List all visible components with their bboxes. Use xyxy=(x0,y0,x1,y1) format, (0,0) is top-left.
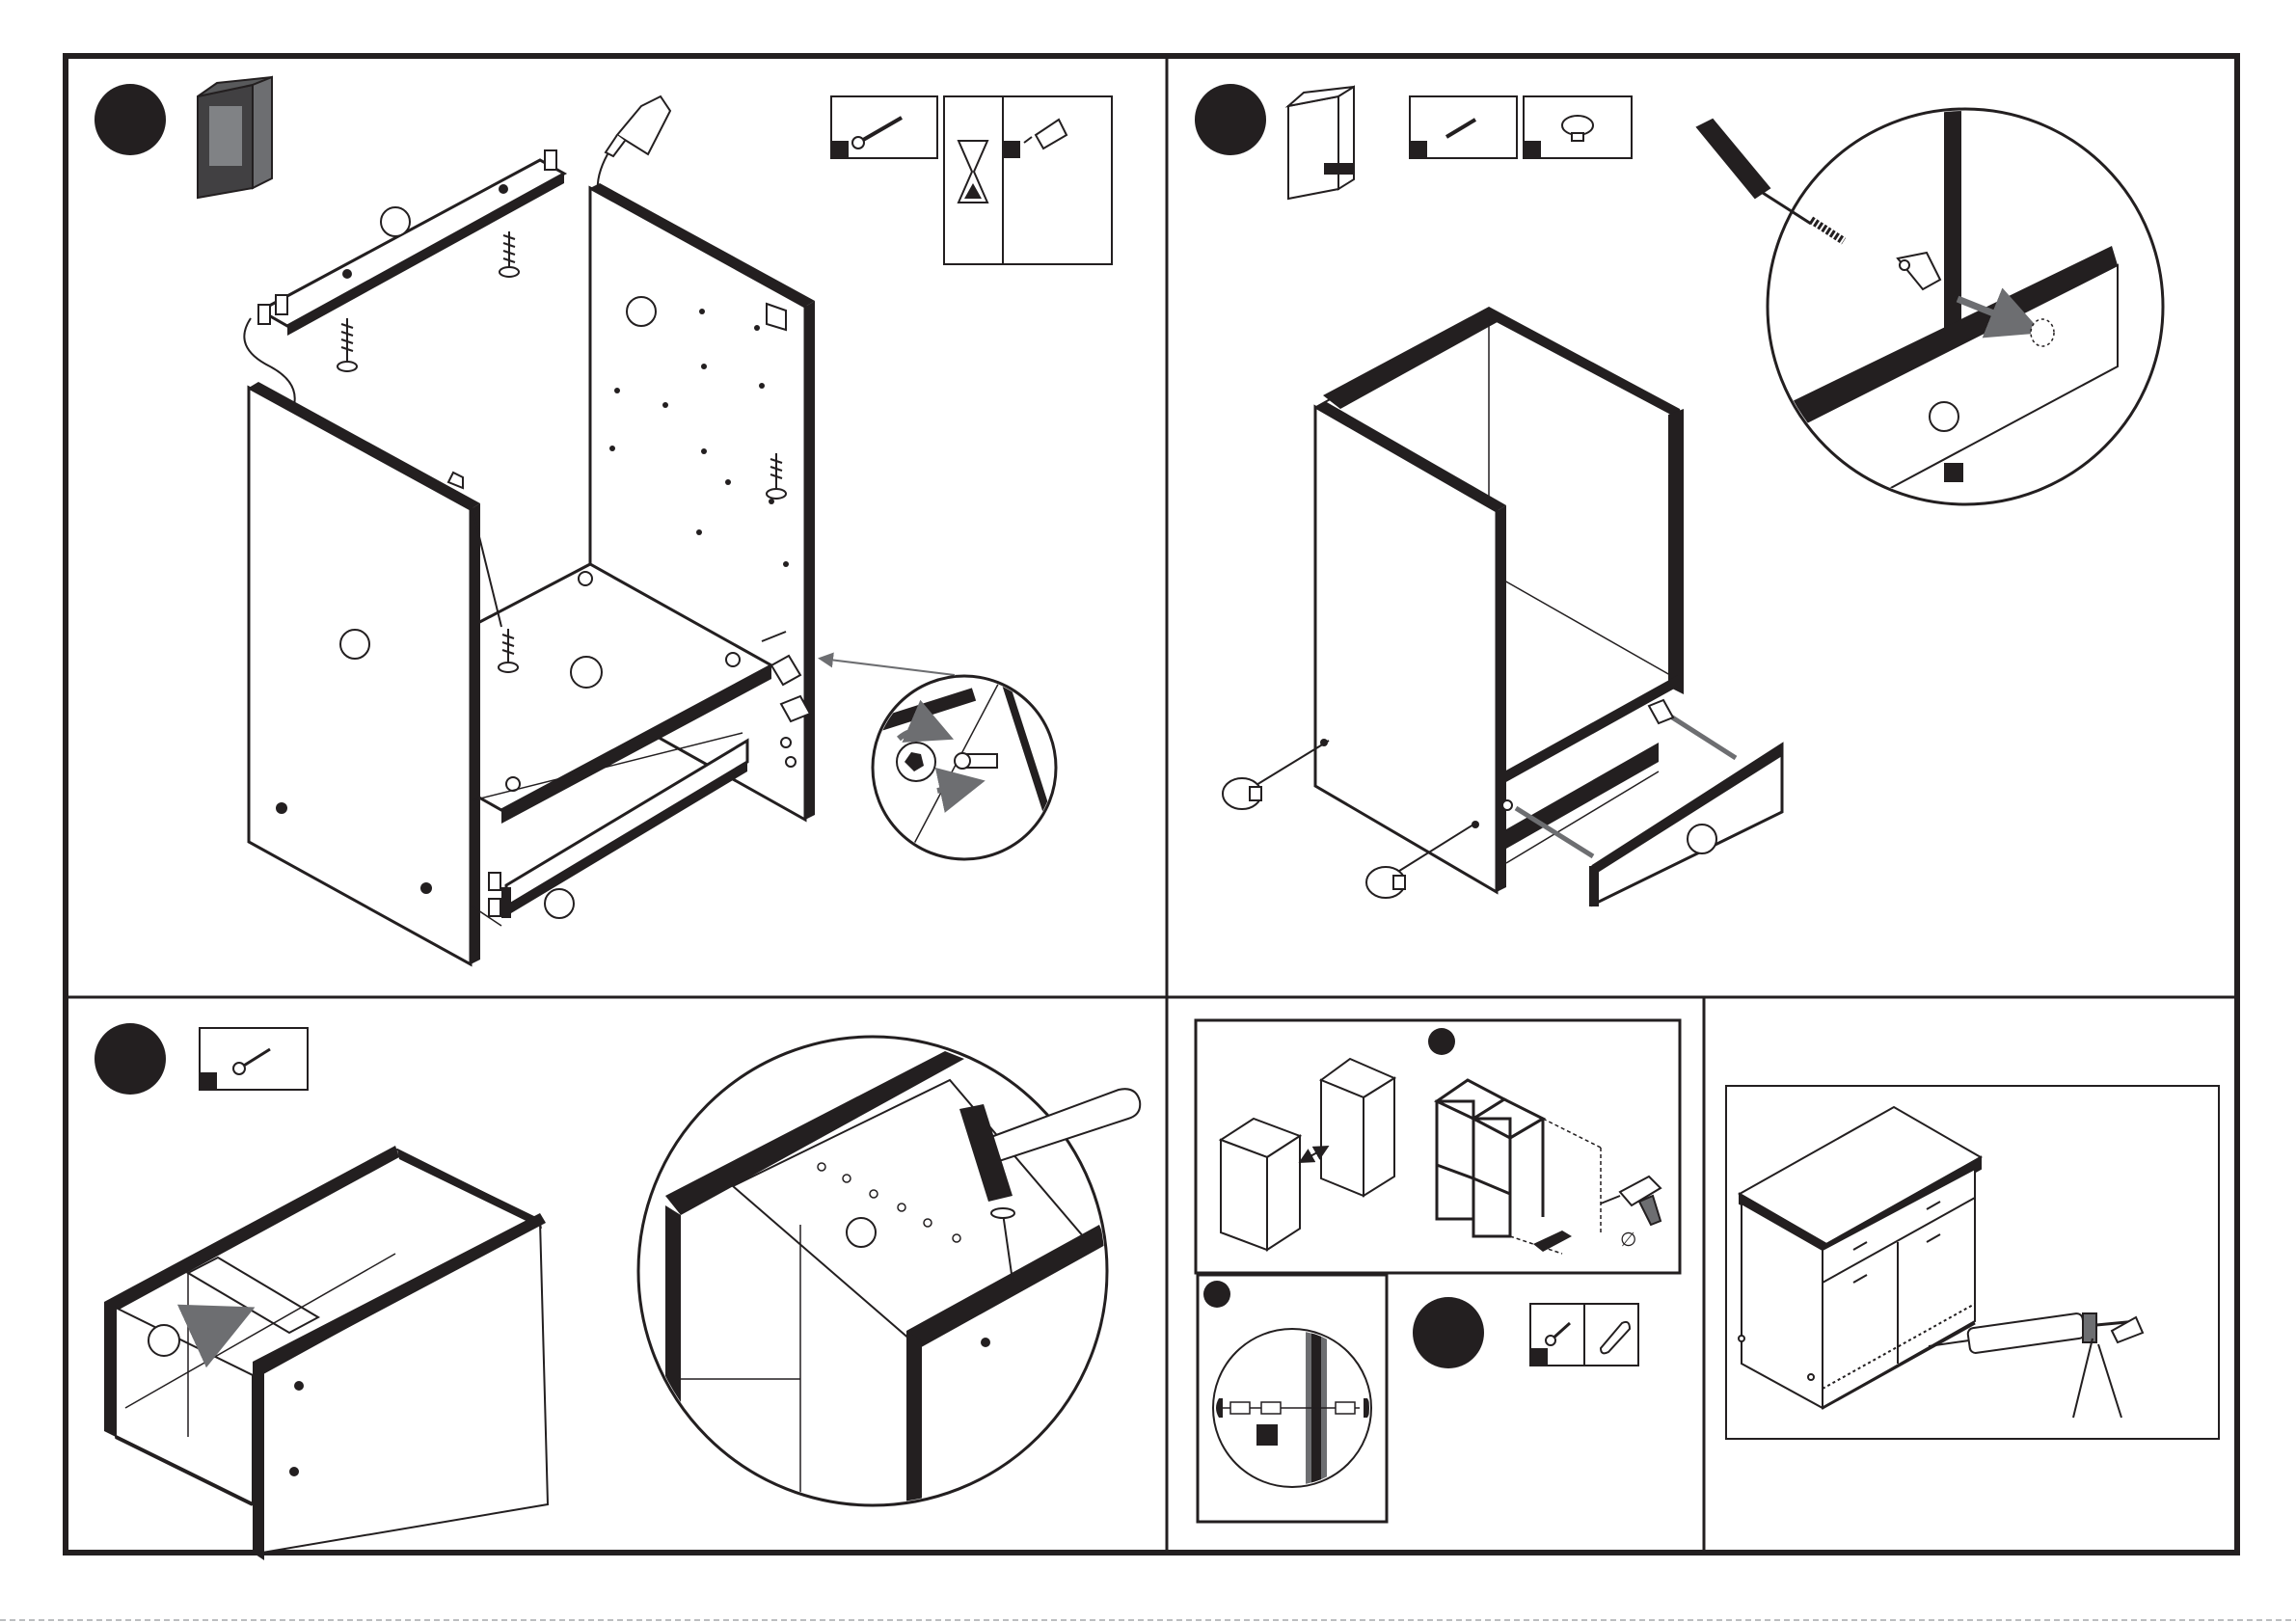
side-panel-left xyxy=(249,382,501,964)
cabinet-thumbnail-icon xyxy=(1288,87,1354,199)
wall-cabinet-small xyxy=(1221,1059,1394,1250)
panel-step-e xyxy=(1726,1086,2219,1439)
drill-icon xyxy=(1601,1177,1661,1225)
panel-step-a xyxy=(95,77,1112,964)
step-marker-icon xyxy=(1195,84,1266,155)
wall-cabinet-frames xyxy=(1437,1080,1543,1236)
screw-detail xyxy=(1697,106,2163,540)
step-marker-icon xyxy=(95,84,166,155)
nail-detail xyxy=(638,1037,1140,1505)
part-box-nail xyxy=(200,1028,308,1090)
part-box-screw xyxy=(1410,96,1517,158)
part-box-glue xyxy=(944,96,1112,264)
panel-step-b xyxy=(1195,84,2163,906)
part-box-knob xyxy=(1524,96,1632,158)
diameter-symbol: ∅ xyxy=(1620,1228,1636,1251)
connector-detail xyxy=(1213,1327,1371,1491)
panel-step-d: ∅ xyxy=(1196,1020,1680,1522)
substep-marker-icon xyxy=(1203,1281,1230,1308)
part-box-screw xyxy=(831,96,937,158)
panel-step-c xyxy=(95,1023,1140,1560)
bracket-icon xyxy=(1533,1231,1572,1252)
drawer-box xyxy=(104,1146,548,1560)
step-marker-icon xyxy=(1413,1297,1484,1368)
step-marker-icon xyxy=(95,1023,166,1095)
cabinet-carcass xyxy=(1315,307,1684,892)
cam-lock-detail xyxy=(822,659,1056,859)
glue-bottle-icon xyxy=(598,96,670,193)
substep-marker-icon xyxy=(1428,1028,1455,1055)
cabinet-thumbnail-icon xyxy=(198,77,272,198)
finished-cabinet xyxy=(1739,1107,1981,1408)
part-box-dowel xyxy=(1530,1304,1638,1366)
top-rail xyxy=(258,150,564,336)
